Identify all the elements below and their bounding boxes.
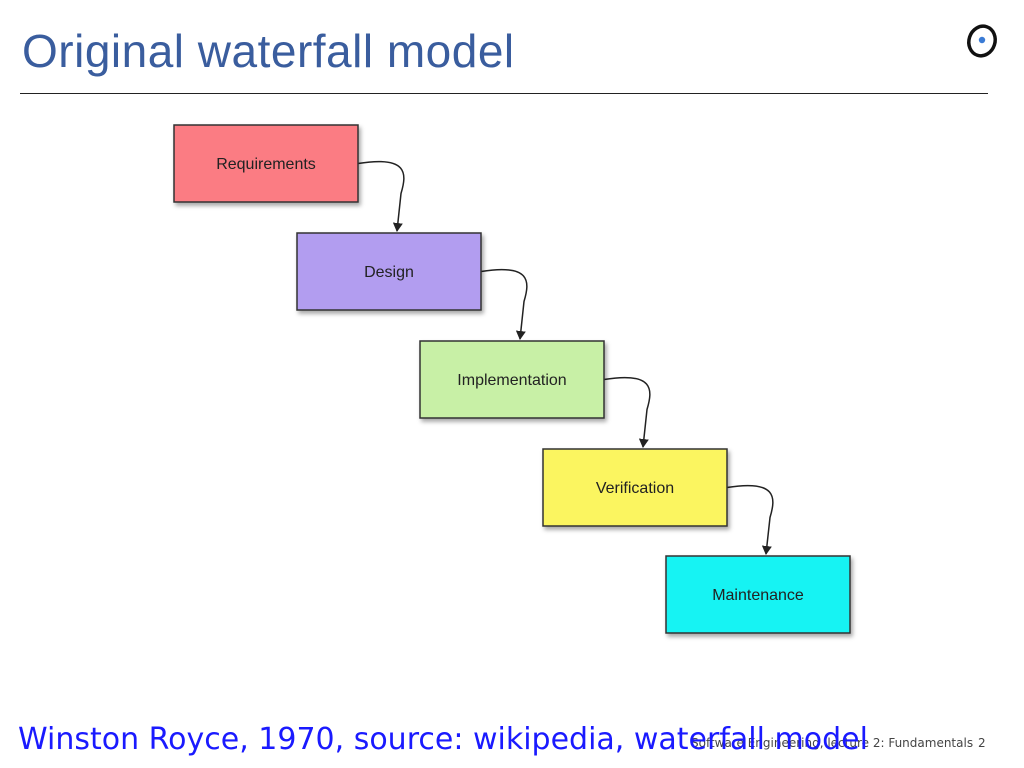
page-title: Original waterfall model bbox=[22, 25, 515, 77]
connector-arrow bbox=[480, 268, 528, 340]
stage-requirements: Requirements bbox=[173, 124, 359, 203]
stage-verification: Verification bbox=[542, 448, 728, 527]
stage-requirements-label: Requirements bbox=[216, 156, 316, 173]
source-caption: Winston Royce, 1970, source: wikipedia, … bbox=[18, 722, 868, 757]
page-number: 2 bbox=[978, 736, 986, 750]
stage-verification-label: Verification bbox=[596, 480, 674, 497]
eiffel-logo-icon bbox=[967, 24, 997, 58]
stage-maintenance: Maintenance bbox=[665, 555, 851, 634]
connector-arrow bbox=[603, 376, 651, 448]
connector-arrow bbox=[357, 160, 405, 232]
footer-text: Software Engineering, lecture 2: Fundame… bbox=[691, 736, 974, 750]
stage-design-label: Design bbox=[364, 264, 414, 281]
stage-implementation-label: Implementation bbox=[457, 372, 566, 389]
stage-design: Design bbox=[296, 232, 482, 311]
connector-arrow bbox=[726, 484, 774, 555]
stage-maintenance-label: Maintenance bbox=[712, 587, 804, 604]
stage-implementation: Implementation bbox=[419, 340, 605, 419]
title-divider bbox=[20, 93, 988, 94]
